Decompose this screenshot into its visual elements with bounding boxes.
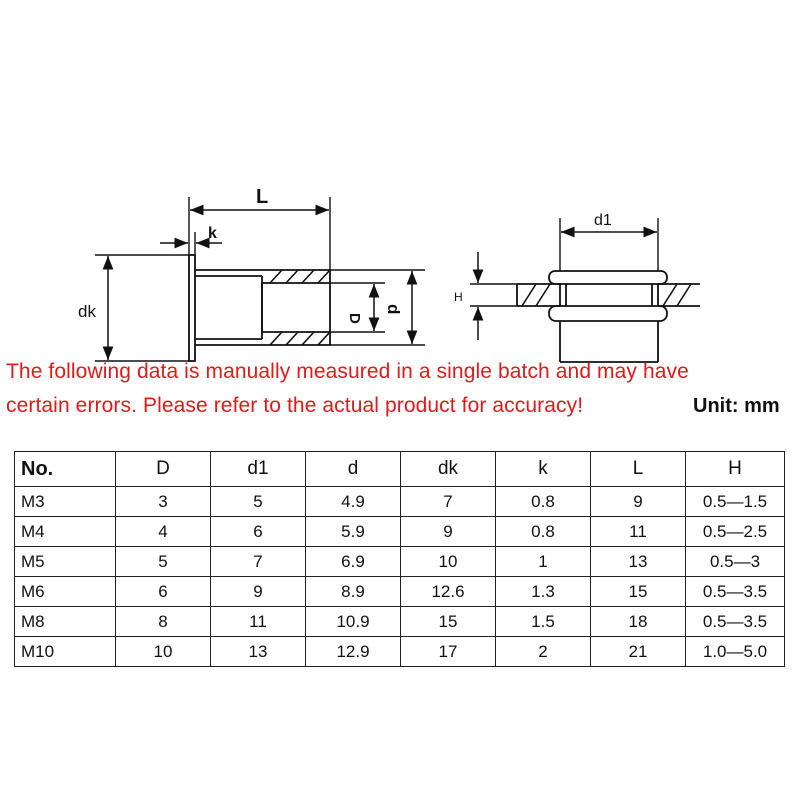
installed-view bbox=[516, 270, 700, 363]
table-cell: 10 bbox=[400, 546, 496, 577]
header-D: D bbox=[115, 451, 211, 487]
table-cell: M6 bbox=[14, 576, 116, 607]
table-cell: 1 bbox=[495, 546, 591, 577]
table-cell: 10.9 bbox=[305, 606, 401, 637]
header-H: H bbox=[685, 451, 785, 487]
table-cell: 11 bbox=[210, 606, 306, 637]
header-k: k bbox=[495, 451, 591, 487]
header-L: L bbox=[590, 451, 686, 487]
table-cell: 7 bbox=[400, 486, 496, 517]
table-cell: 6 bbox=[115, 576, 211, 607]
dimension-lines bbox=[102, 204, 418, 360]
table-cell: 2 bbox=[495, 636, 591, 667]
disclaimer-line-2: certain errors. Please refer to the actu… bbox=[6, 394, 584, 417]
table-cell: 9 bbox=[400, 516, 496, 547]
table-cell: 5 bbox=[210, 486, 306, 517]
label-H: H bbox=[454, 290, 463, 304]
table-cell: 11 bbox=[590, 516, 686, 547]
table-cell: M5 bbox=[14, 546, 116, 577]
header-d: d bbox=[305, 451, 401, 487]
label-dk: dk bbox=[78, 302, 96, 321]
right-dimension-lines bbox=[472, 226, 657, 340]
label-d1: d1 bbox=[594, 212, 612, 229]
table-cell: 15 bbox=[400, 606, 496, 637]
table-cell: 5.9 bbox=[305, 516, 401, 547]
table-cell: 7 bbox=[210, 546, 306, 577]
table-cell: M10 bbox=[14, 636, 116, 667]
header-d1: d1 bbox=[210, 451, 306, 487]
table-cell: 10 bbox=[115, 636, 211, 667]
label-D: D bbox=[346, 313, 363, 324]
table-cell: 17 bbox=[400, 636, 496, 667]
table-cell: 15 bbox=[590, 576, 686, 607]
table-cell: 8 bbox=[115, 606, 211, 637]
table-cell: 13 bbox=[210, 636, 306, 667]
table-cell: 0.8 bbox=[495, 516, 591, 547]
table-header-row: No. D d1 d dk k L H bbox=[14, 451, 785, 487]
header-no: No. bbox=[14, 451, 116, 487]
table-cell: 1.3 bbox=[495, 576, 591, 607]
table-cell: M4 bbox=[14, 516, 116, 547]
table-cell: M3 bbox=[14, 486, 116, 517]
table-cell: M8 bbox=[14, 606, 116, 637]
label-k: k bbox=[208, 225, 217, 242]
table-cell: 0.5—3.5 bbox=[685, 606, 785, 637]
unit-label: Unit: mm bbox=[693, 395, 780, 417]
table-cell: 4.9 bbox=[305, 486, 401, 517]
table-cell: 13 bbox=[590, 546, 686, 577]
rivet-nut-diagram: L k dk D d bbox=[78, 186, 700, 363]
disclaimer-line-1: The following data is manually measured … bbox=[6, 360, 689, 383]
table-cell: 9 bbox=[590, 486, 686, 517]
label-L: L bbox=[256, 186, 268, 208]
table-cell: 0.5—2.5 bbox=[685, 516, 785, 547]
table-cell: 12.9 bbox=[305, 636, 401, 667]
table-cell: 4 bbox=[115, 516, 211, 547]
table-cell: 3 bbox=[115, 486, 211, 517]
side-section-view bbox=[188, 254, 331, 362]
table-cell: 21 bbox=[590, 636, 686, 667]
right-extension-lines bbox=[470, 218, 659, 307]
table-cell: 5 bbox=[115, 546, 211, 577]
table-cell: 0.5—3 bbox=[685, 546, 785, 577]
table-cell: 0.5—1.5 bbox=[685, 486, 785, 517]
extension-lines bbox=[95, 197, 425, 362]
table-cell: 12.6 bbox=[400, 576, 496, 607]
table-cell: 0.8 bbox=[495, 486, 591, 517]
table-cell: 1.5 bbox=[495, 606, 591, 637]
label-d: d bbox=[384, 304, 403, 314]
table-cell: 9 bbox=[210, 576, 306, 607]
table-cell: 8.9 bbox=[305, 576, 401, 607]
header-dk: dk bbox=[400, 451, 496, 487]
section-hatching bbox=[269, 269, 331, 346]
plate-hatching bbox=[521, 283, 692, 307]
table-cell: 6 bbox=[210, 516, 306, 547]
table-cell: 0.5—3.5 bbox=[685, 576, 785, 607]
table-cell: 1.0—5.0 bbox=[685, 636, 785, 667]
table-cell: 6.9 bbox=[305, 546, 401, 577]
table-cell: 18 bbox=[590, 606, 686, 637]
